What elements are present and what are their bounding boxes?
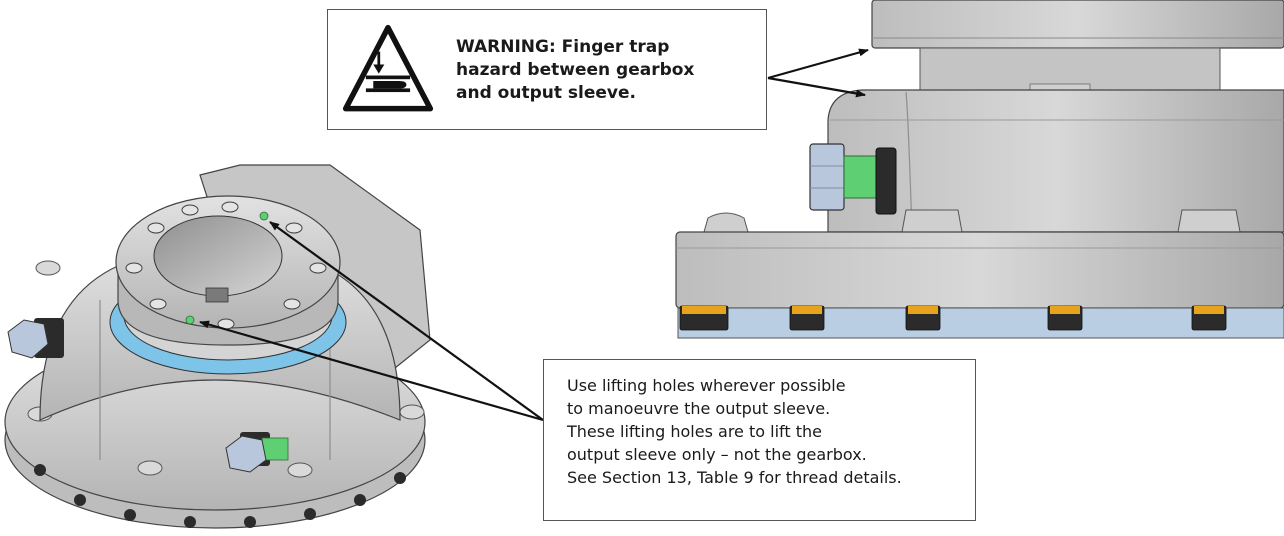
iso-side-bolt-right <box>225 432 289 473</box>
side-view-gearbox <box>675 0 1284 339</box>
side-bolt <box>809 143 897 215</box>
lifting-arrow-1 <box>269 221 544 421</box>
lifting-note-line: See Section 13, Table 9 for thread detai… <box>567 468 902 487</box>
warning-line: hazard between gearbox <box>456 60 695 80</box>
iso-side-bolt-left <box>7 318 64 359</box>
output-sleeve-flange <box>871 0 1284 49</box>
lifting-note-line: to manoeuvre the output sleeve. <box>567 399 831 418</box>
lifting-note-line: output sleeve only – not the gearbox. <box>567 445 867 464</box>
finger-trap-hazard-icon <box>342 24 434 112</box>
lifting-hole-2 <box>185 315 195 325</box>
output-sleeve-neck <box>919 47 1221 91</box>
warning-line: and output sleeve. <box>456 83 636 103</box>
lifting-note-line: Use lifting holes wherever possible <box>567 376 846 395</box>
warning-callout: WARNING: Finger trap hazard between gear… <box>327 9 767 130</box>
gearbox-base-plate <box>675 231 1284 309</box>
lifting-arrow-2 <box>199 320 544 422</box>
leader-arrows <box>199 48 869 422</box>
isometric-view-gearbox <box>4 164 431 529</box>
gearbox-housing <box>827 89 1284 233</box>
lifting-note-text: Use lifting holes wherever possible to m… <box>567 374 967 489</box>
warning-line: WARNING: Finger trap <box>456 37 670 57</box>
warning-arrow-1 <box>767 48 869 80</box>
lifting-hole-1 <box>259 211 269 221</box>
mounting-flange <box>677 307 1284 339</box>
warning-text: WARNING: Finger trap hazard between gear… <box>456 36 756 105</box>
lifting-note-line: These lifting holes are to lift the <box>567 422 822 441</box>
lifting-holes-callout: Use lifting holes wherever possible to m… <box>543 359 976 521</box>
sleeve-bore <box>153 215 283 297</box>
warning-arrow-2 <box>767 76 866 98</box>
